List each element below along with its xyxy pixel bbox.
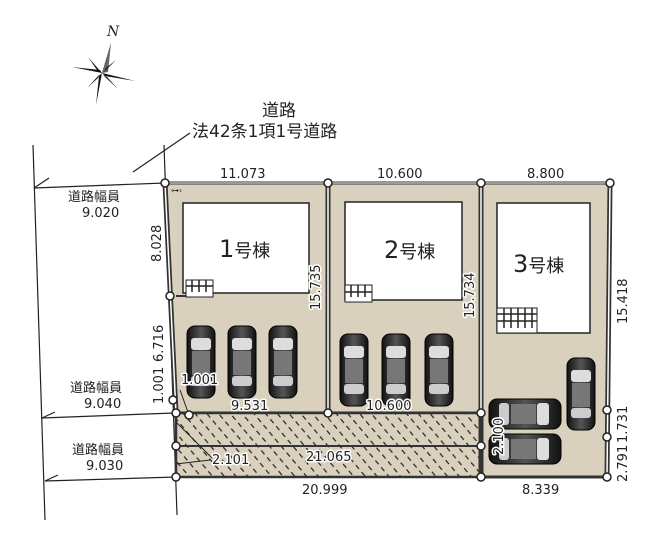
- dim-total-bottom: 20.999: [302, 483, 348, 498]
- dim-lot2-bottom: 10.600: [366, 399, 412, 414]
- car-icon: [339, 333, 369, 407]
- marker-icon: ⊶›: [171, 186, 182, 195]
- dim-lot1-left-lower: 1.001: [152, 367, 167, 404]
- dim-lot1-left-mid: 6.716: [152, 325, 167, 362]
- dim-lot3-step: 2.100: [492, 418, 507, 455]
- dim-road-strip-length: 21.065: [306, 450, 352, 465]
- building-1: 1号棟: [182, 202, 310, 298]
- dim-lot3-right: 15.418: [616, 279, 631, 325]
- svg-text:道路幅員: 道路幅員: [72, 442, 124, 458]
- svg-text:道路幅員: 道路幅員: [68, 189, 120, 205]
- boundary-markers: [160, 178, 615, 482]
- dim-lot3-bottom: 8.339: [522, 483, 559, 498]
- car-icon: [424, 333, 454, 407]
- dim-lot1-top: 11.073: [220, 167, 266, 182]
- dim-lot2-top: 10.600: [377, 167, 423, 182]
- road-width-2: 道路幅員 9.040: [70, 380, 122, 412]
- dim-lot3-top: 8.800: [527, 167, 564, 182]
- dim-lot3-right-lower-a: 2.791: [616, 445, 631, 482]
- dim-lot2-right: 15.734: [463, 273, 478, 319]
- car-icon: [566, 357, 596, 431]
- dim-road-strip-width: 2.101: [212, 453, 249, 468]
- svg-text:9.020: 9.020: [82, 206, 119, 221]
- dim-lot1-corner: 1.001: [181, 373, 218, 388]
- svg-text:1号棟: 1号棟: [219, 235, 270, 263]
- dim-lot1-bottom: 9.531: [231, 399, 268, 414]
- dim-lot1-right: 15.735: [309, 265, 324, 311]
- svg-text:3号棟: 3号棟: [513, 250, 564, 278]
- car-icon: [268, 325, 298, 399]
- road-width-1: 道路幅員 9.020: [68, 189, 120, 221]
- road-type: 法42条1項1号道路: [192, 122, 337, 142]
- road-width-3: 道路幅員 9.030: [72, 442, 124, 474]
- svg-text:道路幅員: 道路幅員: [70, 380, 122, 396]
- svg-text:2号棟: 2号棟: [384, 236, 435, 264]
- dim-lot1-left-upper: 8.028: [150, 225, 165, 262]
- car-icon: [227, 325, 257, 399]
- north-arrow-icon: N: [72, 24, 135, 105]
- road-title: 道路: [262, 101, 296, 121]
- building-2: 2号棟: [344, 201, 463, 303]
- svg-text:9.030: 9.030: [86, 459, 123, 474]
- svg-text:9.040: 9.040: [84, 397, 121, 412]
- north-label: N: [106, 24, 120, 40]
- car-icon: [381, 333, 411, 407]
- dim-lot3-right-lower-b: 1.731: [616, 406, 631, 443]
- building-3: 3号棟: [496, 202, 591, 334]
